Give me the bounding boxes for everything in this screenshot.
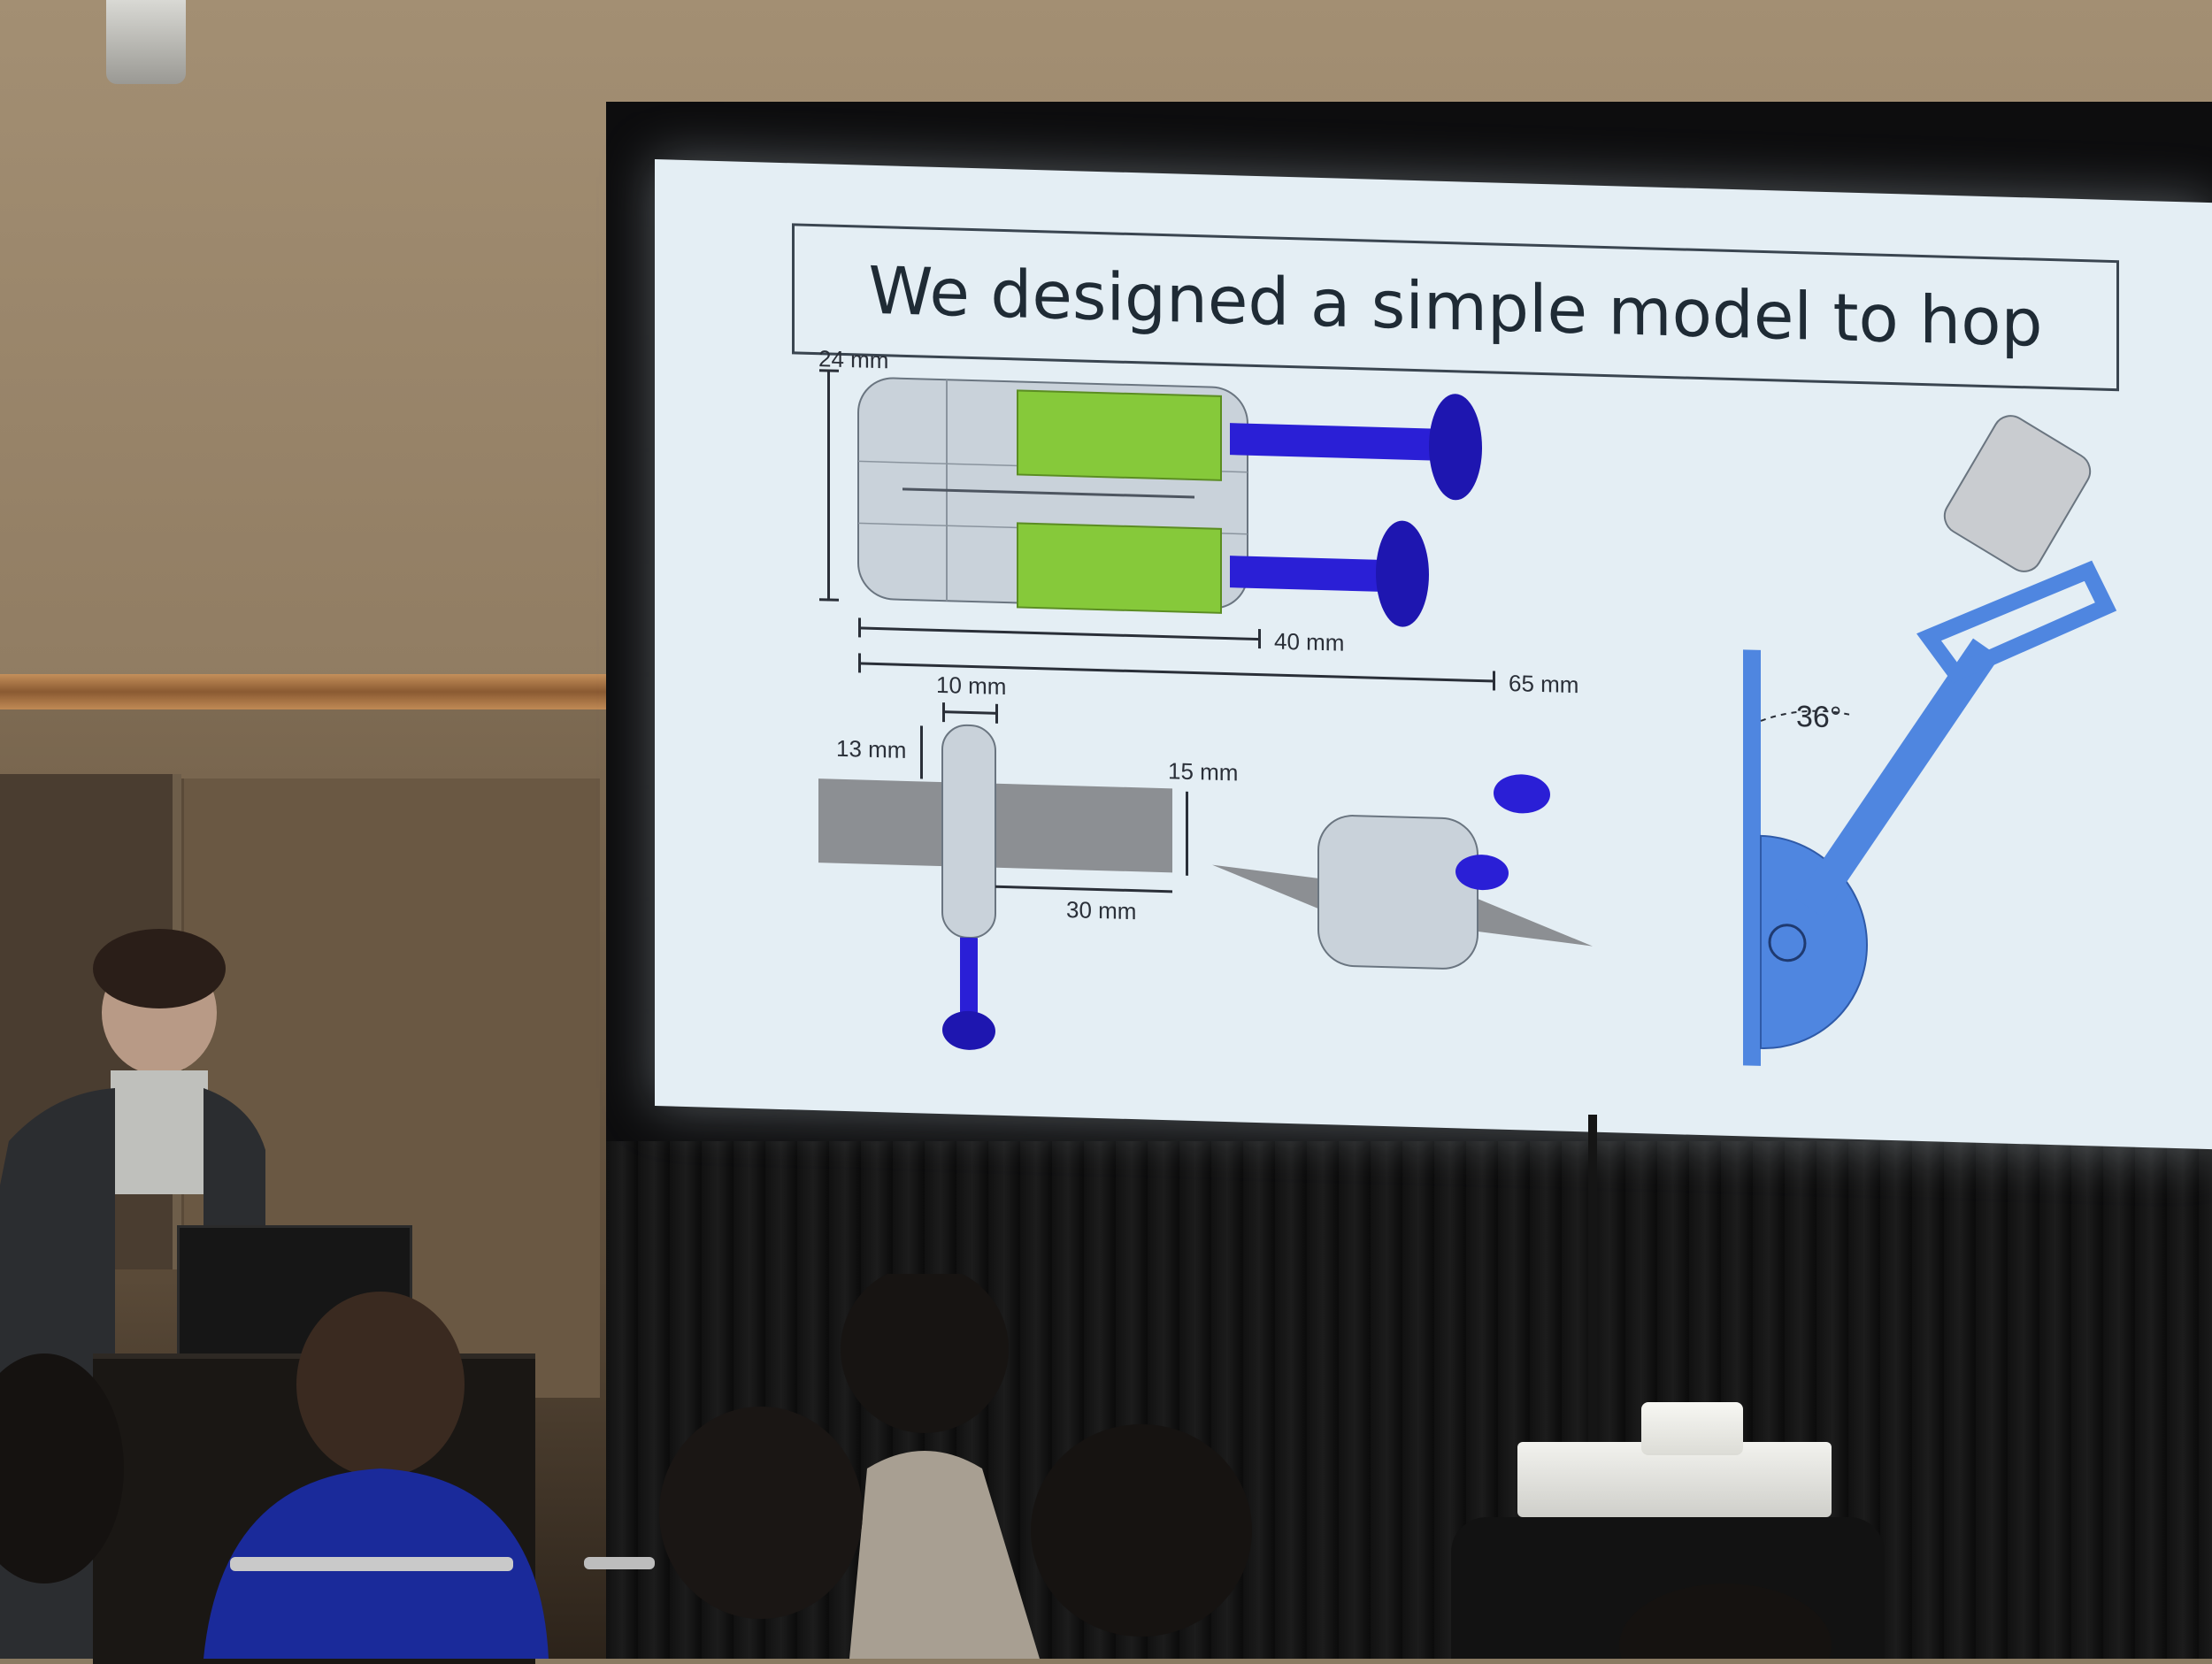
dim-label-angle: 36° xyxy=(1796,700,1842,735)
presentation-slide: We designed a simple model to hop xyxy=(655,159,2212,1150)
audience-head-4 xyxy=(1031,1424,1252,1637)
front-view-body xyxy=(941,724,996,939)
dim-label-15mm: 15 mm xyxy=(1168,757,1239,786)
test-rig-assembly xyxy=(1743,415,2117,1066)
dim-label-30mm: 30 mm xyxy=(1066,895,1137,925)
front-propeller xyxy=(942,1010,995,1050)
isometric-view-assembly xyxy=(1212,774,1593,970)
dim-label-13mm: 13 mm xyxy=(836,734,907,763)
threaded-rod xyxy=(902,487,1194,499)
audience-head-2 xyxy=(841,1274,1009,1433)
wall-trim xyxy=(0,674,611,709)
propeller-bottom xyxy=(1376,520,1429,627)
wall-light-fixture xyxy=(106,0,186,84)
chair-back-2 xyxy=(584,1557,655,1569)
iso-propeller-bottom xyxy=(1455,855,1509,891)
rig-fork xyxy=(1916,560,2117,684)
dim-label-24mm: 24 mm xyxy=(818,345,889,374)
rig-post xyxy=(1743,649,1761,1066)
audience-head-5 xyxy=(1619,1583,1832,1659)
iso-body xyxy=(1317,815,1479,970)
shaft-bottom xyxy=(1230,556,1389,593)
top-view-assembly xyxy=(819,369,1495,691)
audience-jacket-2 xyxy=(849,1451,1040,1659)
rig-arm xyxy=(1796,638,2000,917)
projector-top-unit xyxy=(1641,1402,1743,1455)
front-view-assembly xyxy=(818,702,1188,1050)
dim-label-65mm: 65 mm xyxy=(1509,669,1579,699)
rig-robot xyxy=(1943,415,2092,572)
chair-back-1 xyxy=(230,1557,513,1571)
audience-head-3 xyxy=(659,1407,863,1619)
audience xyxy=(0,1274,1832,1659)
iso-propeller-top xyxy=(1494,774,1550,814)
presenter-hair xyxy=(93,929,226,1008)
dim-label-10mm: 10 mm xyxy=(936,671,1007,701)
robot-diagram xyxy=(818,369,2117,1066)
motor-bottom xyxy=(1017,522,1222,614)
microphone-stand xyxy=(1588,1115,1597,1659)
shaft-top xyxy=(1230,423,1442,461)
dim-label-40mm: 40 mm xyxy=(1274,627,1345,656)
motor-top xyxy=(1017,389,1222,481)
presenter-turtleneck xyxy=(111,1070,208,1194)
audience-head-0 xyxy=(0,1353,124,1583)
propeller-top xyxy=(1429,394,1482,501)
audience-head-1 xyxy=(296,1292,465,1477)
